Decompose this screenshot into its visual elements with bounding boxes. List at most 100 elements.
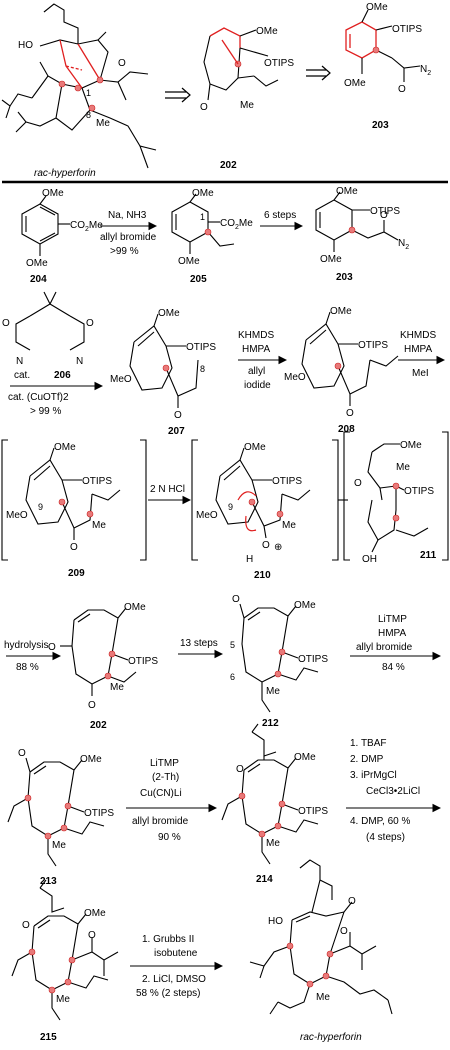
compound-202-top xyxy=(203,27,279,101)
atom-OMe: OMe xyxy=(80,754,102,765)
cond-r8-above: 13 steps xyxy=(180,638,218,649)
atom-O: O xyxy=(2,318,10,329)
atom-OTIPS: OTIPS xyxy=(392,24,422,35)
cond-r11-2: 2. DMP xyxy=(350,754,384,765)
atom-OMe: OMe xyxy=(366,2,388,13)
atom-OMe: OMe xyxy=(294,752,316,763)
label-206: 206 xyxy=(54,370,71,381)
atom-O: O xyxy=(174,410,182,421)
cond-r1-above: Na, NH3 xyxy=(108,210,147,221)
atom-OMe: OMe xyxy=(336,186,358,197)
cond-r9-a1: LiTMP xyxy=(378,614,407,625)
atom-OMe: OMe xyxy=(26,258,48,269)
label-204: 204 xyxy=(30,274,47,285)
compound-204 xyxy=(21,195,70,256)
atom-OTIPS: OTIPS xyxy=(128,656,158,667)
cond-r10-b2: 90 % xyxy=(158,832,181,843)
atom-OH: OH xyxy=(362,554,377,565)
locant-1: 1 xyxy=(86,88,91,98)
cond-r11-5: 4. DMP, 60 % xyxy=(350,816,411,827)
atom-OMe: OMe xyxy=(344,78,366,89)
cond-r10-a3: Cu(CN)Li xyxy=(140,788,182,799)
compound-214 xyxy=(221,723,319,865)
atom-plus: ⊕ xyxy=(274,542,282,553)
compound-205 xyxy=(171,193,235,254)
compound-211 xyxy=(367,443,429,553)
cond-r4-b2: iodide xyxy=(244,380,271,391)
bracket-209 xyxy=(1,439,147,561)
atom-O: O xyxy=(262,540,270,551)
atom-CO2Me: CO2Me xyxy=(220,218,253,231)
cond-r10-a1: LiTMP xyxy=(150,758,179,769)
label-210: 210 xyxy=(254,570,271,581)
atom-OTIPS: OTIPS xyxy=(298,654,328,665)
cond-r12-4: 58 % (2 steps) xyxy=(136,988,200,999)
atom-O: O xyxy=(88,930,96,941)
locant-9: 9 xyxy=(228,502,233,512)
compound-209 xyxy=(25,447,121,540)
cond-r9-b2: 84 % xyxy=(382,662,405,673)
retro-arrow-1 xyxy=(165,87,191,103)
atom-O: O xyxy=(348,896,356,907)
atom-O: O xyxy=(236,764,244,775)
cond-r10-b1: allyl bromide xyxy=(132,816,189,827)
atom-O: O xyxy=(86,318,94,329)
atom-O: O xyxy=(232,594,240,605)
label-203: 203 xyxy=(336,272,353,283)
cond-r11-1: 1. TBAF xyxy=(350,738,387,749)
label-209: 209 xyxy=(68,568,85,579)
compound-213 xyxy=(7,757,105,867)
atom-OMe: OMe xyxy=(244,442,266,453)
cond-r7-above: hydrolysis xyxy=(4,640,48,651)
atom-Me: Me xyxy=(266,838,280,849)
atom-OTIPS: OTIPS xyxy=(370,206,400,217)
atom-OTIPS: OTIPS xyxy=(358,340,388,351)
cond-r10-a2: (2-Th) xyxy=(152,772,179,783)
label-214: 214 xyxy=(256,874,273,885)
locant-6: 6 xyxy=(230,672,235,682)
cond-r5-a1: KHMDS xyxy=(400,330,436,341)
locant-9: 9 xyxy=(38,502,43,512)
locant-5: 5 xyxy=(230,640,235,650)
cond-r3-yield: > 99 % xyxy=(30,406,62,417)
compound-208 xyxy=(301,311,399,406)
compound-202 xyxy=(60,607,137,696)
atom-MeO: MeO xyxy=(110,374,132,385)
atom-O: O xyxy=(346,408,354,419)
label-212: 212 xyxy=(262,718,279,729)
label-202-top: 202 xyxy=(220,160,237,171)
atom-N: N xyxy=(76,356,83,367)
atom-O: O xyxy=(118,58,126,69)
atom-Me: Me xyxy=(96,118,110,129)
atom-N2: N2 xyxy=(398,238,409,251)
cond-r3-cat2: cat. (CuOTf)2 xyxy=(8,392,69,403)
atom-Me: Me xyxy=(52,840,66,851)
atom-OTIPS: OTIPS xyxy=(264,58,294,69)
compound-207 xyxy=(129,313,199,408)
atom-O: O xyxy=(48,642,56,653)
atom-H: H xyxy=(246,554,253,565)
atom-Me: Me xyxy=(56,994,70,1005)
atom-Me: Me xyxy=(92,520,106,531)
atom-OMe: OMe xyxy=(84,908,106,919)
atom-OMe: OMe xyxy=(178,256,200,267)
cond-r9-b1: allyl bromide xyxy=(356,642,413,653)
atom-OMe: OMe xyxy=(320,254,342,265)
label-hyperforin-bottom: rac-hyperforin xyxy=(300,1032,362,1043)
cond-r2-above: 6 steps xyxy=(264,210,296,221)
label-208: 208 xyxy=(338,424,355,435)
cond-r4-b1: allyl xyxy=(248,366,265,377)
compound-203-top xyxy=(345,9,421,82)
atom-CO2Me: CO2Me xyxy=(70,220,103,233)
retro-arrow-2 xyxy=(306,65,331,81)
atom-O: O xyxy=(88,700,96,711)
hyperforin-bottom-structure xyxy=(249,859,393,1015)
cond-r3-cat1: cat. xyxy=(14,370,30,381)
atom-OTIPS: OTIPS xyxy=(272,476,302,487)
label-213: 213 xyxy=(40,876,57,887)
label-202: 202 xyxy=(90,720,107,731)
atom-OTIPS: OTIPS xyxy=(298,806,328,817)
cond-r9-a2: HMPA xyxy=(378,628,406,639)
atom-Me: Me xyxy=(396,462,410,473)
